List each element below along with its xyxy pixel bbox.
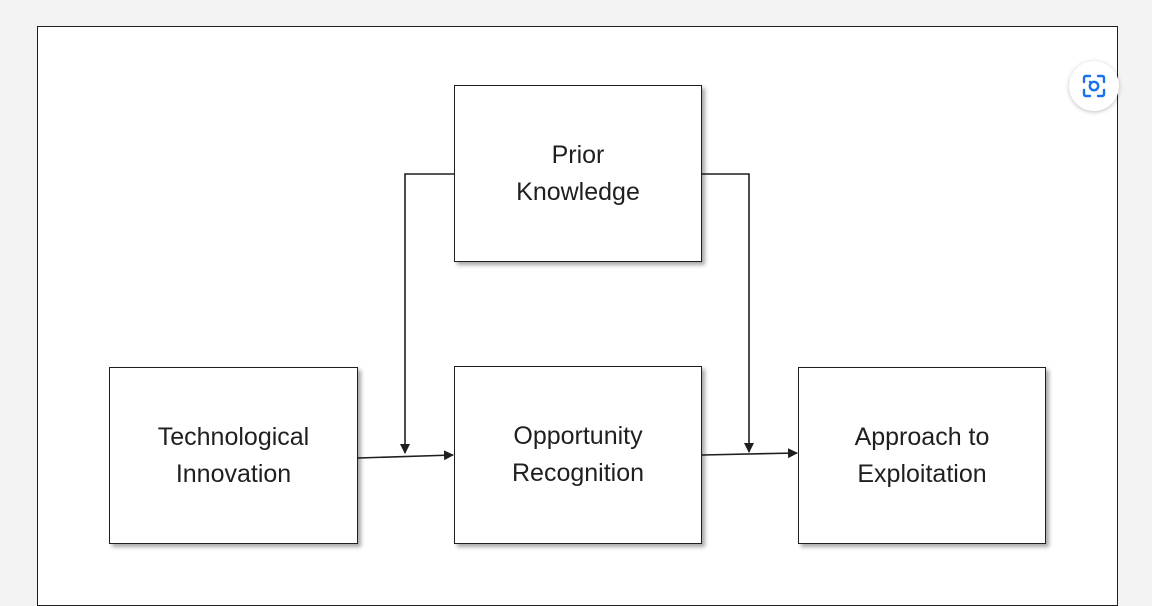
node-label-line: Opportunity: [513, 422, 643, 450]
node-label-line: Prior: [551, 140, 605, 169]
node-label-line: Knowledge: [516, 177, 640, 206]
node-label-line: Technological: [157, 422, 310, 451]
node-label-line: Innovation: [175, 459, 292, 488]
node-approach-to-exploitation: Approach to Exploitation: [798, 367, 1046, 544]
node-opportunity-recognition: Opportunity Recognition: [454, 366, 702, 544]
node-label-line: Recognition: [511, 459, 645, 487]
node-technological-innovation: Technological Innovation: [109, 367, 358, 544]
node-label-line: Exploitation: [857, 459, 987, 488]
google-lens-icon: [1082, 74, 1106, 98]
node-prior-knowledge: Prior Knowledge: [454, 85, 702, 262]
node-label-line: Approach to: [854, 422, 990, 451]
google-lens-button[interactable]: [1069, 61, 1119, 111]
